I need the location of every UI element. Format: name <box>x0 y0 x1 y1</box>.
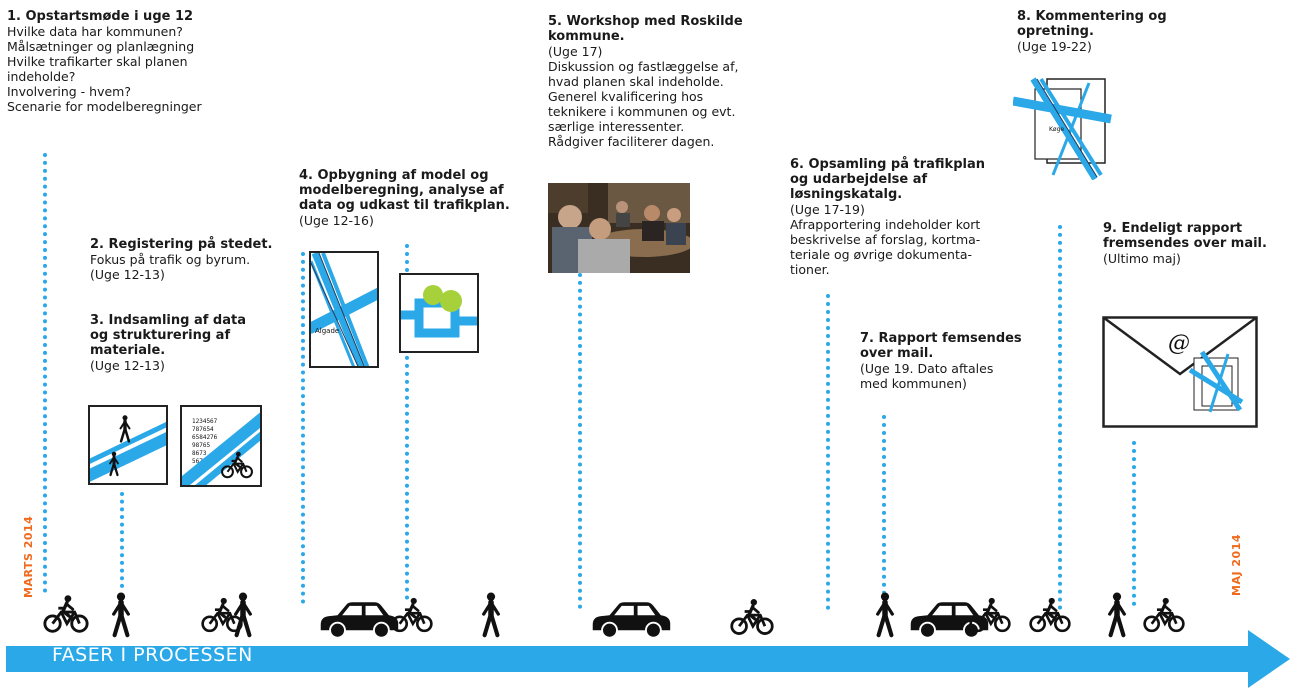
step-3-connector <box>120 492 124 588</box>
cyclist-icon <box>1142 596 1186 634</box>
svg-text:6584276: 6584276 <box>192 434 218 441</box>
step-9-body: (Ultimo maj) <box>1103 251 1181 266</box>
step-4-connector-a <box>301 252 305 604</box>
analysis-map <box>399 273 479 353</box>
svg-text:98765: 98765 <box>192 442 210 449</box>
cyclist-icon <box>390 596 434 634</box>
step-3-body: (Uge 12-13) <box>90 358 165 373</box>
step-5: 5. Workshop med Roskilde kommune. (Uge 1… <box>548 14 788 149</box>
step-8-connector <box>1058 225 1062 610</box>
step-5-title: 5. Workshop med Roskilde kommune. <box>548 14 743 44</box>
step-2: 2. Registering på stedet. Fokus på trafi… <box>90 237 310 282</box>
step-1-title: 1. Opstartsmøde i uge 12 <box>7 9 194 24</box>
step-8: 8. Kommentering og opretning. (Uge 19-22… <box>1017 9 1217 54</box>
step-2-title: 2. Registering på stedet. <box>90 237 273 252</box>
step-8-title: 8. Kommentering og opretning. <box>1017 9 1167 39</box>
commenting-map: Køge <box>1013 75 1113 180</box>
timeline-arrow <box>0 630 1290 693</box>
envelope-icon: @ <box>1102 316 1258 428</box>
step-7-body: (Uge 19. Dato aftales med kommunen) <box>860 361 994 391</box>
step-2-body: Fokus på trafik og byrum. (Uge 12-13) <box>90 252 251 282</box>
cyclist-icon <box>1028 596 1072 634</box>
step-7-title: 7. Rapport femsendes over mail. <box>860 331 1022 361</box>
svg-text:787654: 787654 <box>192 426 214 433</box>
registration-illustration <box>88 405 168 485</box>
step-1: 1. Opstartsmøde i uge 12 Hvilke data har… <box>7 9 267 114</box>
end-month-label: MAJ 2014 <box>1230 534 1243 596</box>
step-4-body: (Uge 12-16) <box>299 213 374 228</box>
start-month-label: MARTS 2014 <box>22 515 35 598</box>
svg-text:8673: 8673 <box>192 450 207 457</box>
cyclist-icon <box>968 596 1012 634</box>
cyclist-icon <box>42 594 90 634</box>
timeline-label: FASER I PROCESSEN <box>52 644 253 666</box>
map-label-algade: Algade <box>315 327 339 335</box>
step-3: 3. Indsamling af data og strukturering a… <box>90 313 310 373</box>
step-4: 4. Opbygning af model og modelberegning,… <box>299 168 549 228</box>
step-9: 9. Endeligt rapport fremsendes over mail… <box>1103 221 1288 266</box>
step-4-connector-b <box>405 244 409 600</box>
step-3-title: 3. Indsamling af data og strukturering a… <box>90 313 246 358</box>
step-9-connector <box>1132 441 1136 606</box>
step-9-title: 9. Endeligt rapport fremsendes over mail… <box>1103 221 1267 251</box>
step-1-connector <box>43 153 47 593</box>
step-5-connector <box>578 273 582 609</box>
email-at-symbol: @ <box>1168 331 1190 356</box>
workshop-photo <box>548 183 690 273</box>
step-4-title: 4. Opbygning af model og modelberegning,… <box>299 168 510 213</box>
step-6-body: (Uge 17-19) Afrapportering indeholder ko… <box>790 202 981 277</box>
map-label-koge: Køge <box>1049 126 1064 133</box>
step-6-connector <box>826 294 830 610</box>
step-6: 6. Opsamling på trafikplan og udarbejdel… <box>790 157 1040 277</box>
step-5-body: (Uge 17) Diskussion og fastlæggelse af, … <box>548 44 739 149</box>
step-8-body: (Uge 19-22) <box>1017 39 1092 54</box>
step-1-body: Hvilke data har kommunen? Målsætninger o… <box>7 24 202 114</box>
traffic-model-map: Algade <box>309 251 379 368</box>
step-6-title: 6. Opsamling på trafikplan og udarbejdel… <box>790 157 985 202</box>
step-7: 7. Rapport femsendes over mail. (Uge 19.… <box>860 331 1070 391</box>
step-7-connector <box>882 415 886 595</box>
svg-text:1234567: 1234567 <box>192 418 218 425</box>
